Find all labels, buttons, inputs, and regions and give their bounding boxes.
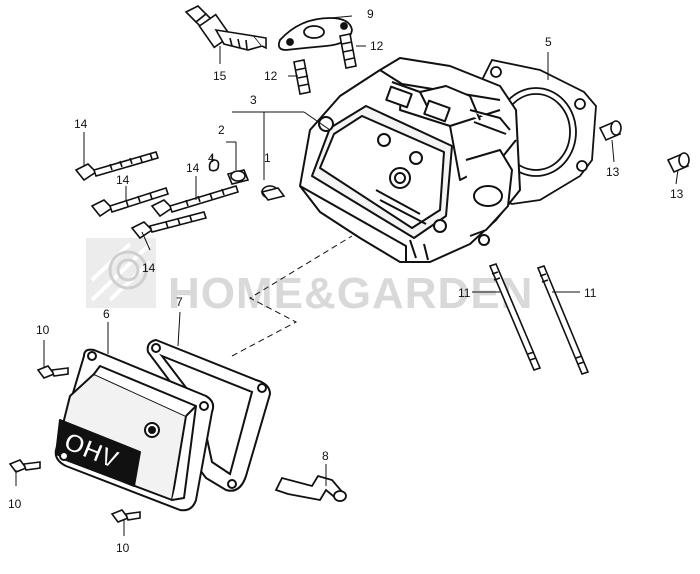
alignment-dashed-line <box>231 235 353 357</box>
callout-12-b: 12 <box>264 69 278 83</box>
callout-11-b: 11 <box>584 286 597 300</box>
callout-12-a: 12 <box>370 39 384 53</box>
callout-10-c: 10 <box>116 541 130 555</box>
watermark-logo-icon <box>86 238 156 308</box>
part-cylinder-head <box>299 57 521 263</box>
part-valve-cover: OHV <box>54 348 215 512</box>
part-cover-bolt-a <box>36 365 69 379</box>
watermark: HOME&GARDEN <box>86 238 533 318</box>
callout-13-a: 13 <box>606 165 620 179</box>
part-dowel-pin-a <box>598 120 622 142</box>
part-bolt-d <box>130 211 208 240</box>
part-bolt-b <box>90 186 170 218</box>
part-valve-cap <box>260 185 286 201</box>
part-cover-bolt-c <box>110 509 141 523</box>
part-breather-tube <box>274 474 347 502</box>
part-cover-bolt-b <box>8 459 41 473</box>
part-head-bolt-a <box>488 263 542 371</box>
part-retainer <box>226 169 250 185</box>
callout-14-c: 14 <box>186 161 200 175</box>
callout-8: 8 <box>322 449 329 463</box>
part-dowel-pin-b <box>666 152 690 174</box>
callout-14-a: 14 <box>74 117 88 131</box>
part-bolt-c <box>150 185 240 218</box>
callout-5: 5 <box>545 35 552 49</box>
callout-4: 4 <box>208 151 215 165</box>
callout-10-b: 10 <box>8 497 22 511</box>
callout-labels: 15 9 12 12 5 3 2 4 1 14 14 14 14 13 13 1… <box>8 7 684 555</box>
part-spark-plug <box>184 5 267 51</box>
callout-2: 2 <box>218 123 225 137</box>
callout-9: 9 <box>367 7 374 21</box>
part-bolt-a <box>74 151 160 182</box>
callout-13-b: 13 <box>670 187 684 201</box>
callout-10-a: 10 <box>36 323 50 337</box>
part-clip <box>208 159 220 172</box>
callout-1: 1 <box>264 151 271 165</box>
callout-15: 15 <box>213 69 227 83</box>
callout-7: 7 <box>176 295 183 309</box>
watermark-text: HOME&GARDEN <box>168 269 533 318</box>
callout-14-b: 14 <box>116 173 130 187</box>
part-stud-a <box>339 33 357 69</box>
callout-11-a: 11 <box>458 286 471 300</box>
leader-lines <box>15 15 679 536</box>
callout-14-d: 14 <box>142 261 156 275</box>
part-stud-b <box>293 59 311 95</box>
callout-3: 3 <box>250 93 257 107</box>
callout-6: 6 <box>103 307 110 321</box>
part-head-bolt-b <box>536 265 590 375</box>
